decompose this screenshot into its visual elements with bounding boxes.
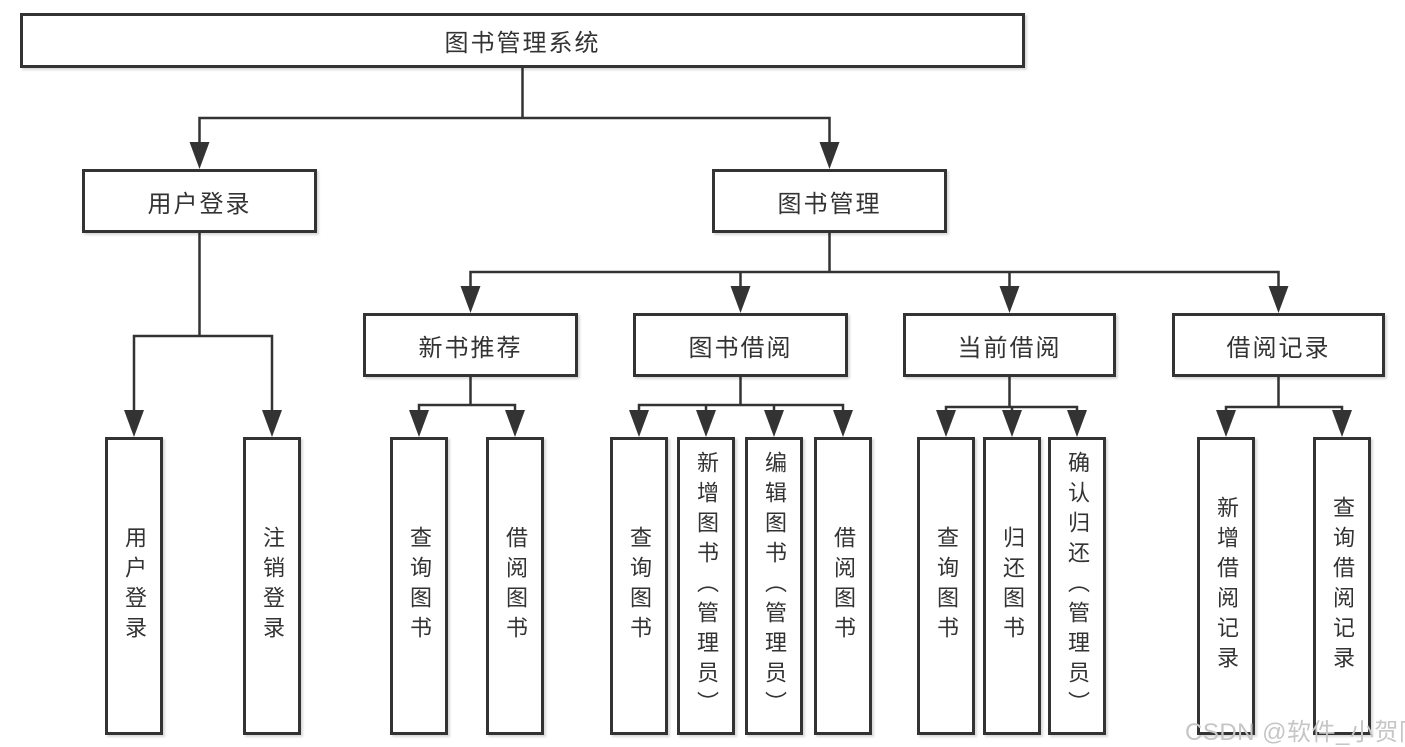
leaf-query-book-2: 查询图书: [610, 437, 668, 735]
leaf-borrow-book-2: 借阅图书: [814, 437, 872, 735]
leaf-user-login: 用户登录: [105, 437, 163, 735]
leaf-return-book: 归还图书: [983, 437, 1041, 735]
arrowheads: [124, 142, 1352, 437]
leaf-logout: 注销登录: [243, 437, 301, 735]
leaf-query-borrow-record: 查询借阅记录: [1313, 437, 1371, 735]
leaf-confirm-return-admin: 确认归还（管理员）: [1048, 437, 1106, 735]
csdn-watermark: CSDN @软件_小贺同学: [1185, 719, 1405, 746]
node-user-login-label: 用户登录: [147, 190, 252, 218]
node-current-borrow: 当前借阅: [903, 313, 1116, 377]
leaf-query-book-3-label: 查询图书: [934, 526, 959, 646]
leaf-query-book-3: 查询图书: [917, 437, 975, 735]
leaf-add-book-admin-label: 新增图书（管理员）: [694, 451, 719, 721]
leaf-add-book-admin: 新增图书（管理员）: [677, 437, 735, 735]
node-borrow-records-label: 借阅记录: [1226, 334, 1331, 362]
leaf-borrow-book-1-label: 借阅图书: [503, 526, 528, 646]
node-book-borrow-label: 图书借阅: [688, 334, 793, 362]
leaf-edit-book-admin: 编辑图书（管理员）: [745, 437, 803, 735]
leaf-add-borrow-record-label: 新增借阅记录: [1214, 496, 1239, 676]
leaf-borrow-book-2-label: 借阅图书: [831, 526, 856, 646]
leaf-return-book-label: 归还图书: [1000, 526, 1025, 646]
node-root: 图书管理系统: [20, 13, 1025, 68]
node-borrow-records: 借阅记录: [1172, 313, 1385, 377]
node-book-management: 图书管理: [712, 169, 947, 233]
leaf-logout-label: 注销登录: [260, 526, 285, 646]
node-new-book-recommend-label: 新书推荐: [418, 334, 523, 362]
leaf-user-login-label: 用户登录: [122, 526, 147, 646]
leaf-query-book-2-label: 查询图书: [627, 526, 652, 646]
node-new-book-recommend: 新书推荐: [363, 313, 578, 377]
leaf-add-borrow-record: 新增借阅记录: [1197, 437, 1255, 735]
node-user-login: 用户登录: [82, 169, 317, 233]
leaf-borrow-book-1: 借阅图书: [486, 437, 544, 735]
node-book-borrow: 图书借阅: [633, 313, 848, 377]
leaf-confirm-return-admin-label: 确认归还（管理员）: [1065, 451, 1090, 721]
node-book-management-label: 图书管理: [777, 190, 882, 218]
leaf-query-book-1-label: 查询图书: [407, 526, 432, 646]
leaf-query-book-1: 查询图书: [390, 437, 448, 735]
node-current-borrow-label: 当前借阅: [957, 334, 1062, 362]
leaf-edit-book-admin-label: 编辑图书（管理员）: [762, 451, 787, 721]
leaf-query-borrow-record-label: 查询借阅记录: [1330, 496, 1355, 676]
node-root-label: 图书管理系统: [444, 30, 601, 57]
